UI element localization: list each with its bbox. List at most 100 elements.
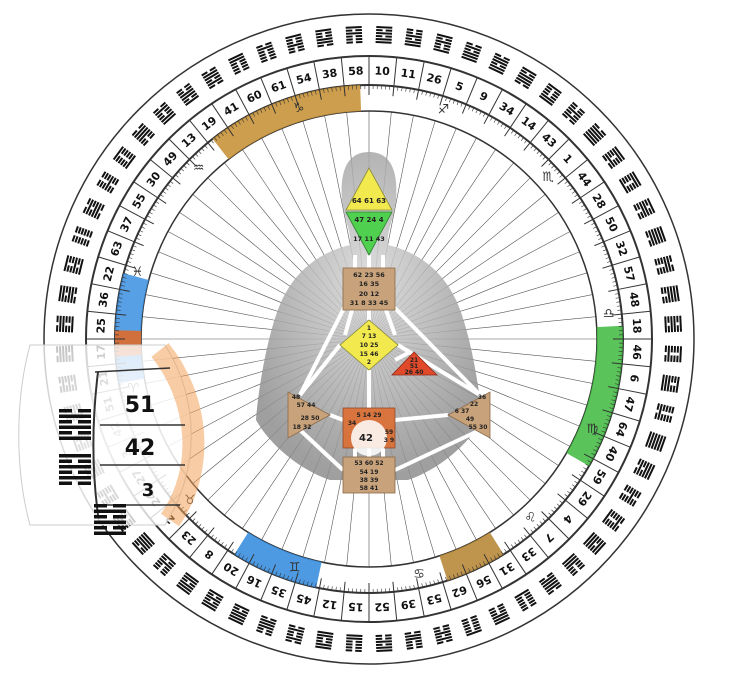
tick-mark (468, 568, 471, 573)
tick-mark (594, 230, 599, 233)
tick-mark (490, 116, 493, 121)
hexagram-line (59, 425, 91, 429)
tick-mark (245, 116, 248, 121)
tick-mark (583, 453, 594, 460)
hexagram-line (100, 204, 105, 212)
hexagram-line (542, 90, 549, 96)
hexagram-line (154, 103, 169, 117)
g-gates-4: 15 46 (360, 351, 379, 358)
hexagram-line (656, 435, 664, 451)
gate-divider (286, 68, 296, 97)
hexagram-line (142, 139, 149, 147)
hexagram-38 (315, 28, 334, 48)
hexagram-line (544, 87, 551, 94)
gate-label-55: 55 (130, 191, 149, 211)
hexagram-line (205, 79, 213, 85)
hexagram-line (242, 66, 250, 71)
hexagram-line (152, 564, 160, 570)
hexagram-line (59, 431, 72, 435)
hexagram-line (604, 153, 616, 168)
hexagram-line (673, 345, 677, 353)
tick-mark (283, 574, 286, 579)
hexagram-line (600, 129, 607, 137)
hexagram-line (676, 315, 679, 323)
hexagram-line (88, 209, 93, 216)
hexagram-line (631, 182, 637, 190)
channel-line (298, 428, 345, 472)
hexagram-line (635, 203, 641, 210)
gate-label-47: 47 (621, 395, 637, 413)
hexagram-line (261, 615, 268, 620)
tick-mark (162, 190, 166, 194)
hexagram-line (70, 316, 74, 333)
tick-mark (593, 226, 597, 229)
tick-mark (615, 297, 620, 299)
hexagram-line (415, 639, 422, 643)
hexagram-line (569, 568, 577, 575)
hexagram-line (667, 325, 671, 333)
gate-divider (91, 283, 120, 290)
tick-mark (514, 132, 518, 136)
tick-mark (460, 102, 463, 107)
tick-mark (581, 204, 585, 208)
hexagram-line (202, 68, 218, 79)
tick-mark (604, 422, 609, 425)
tick-mark (614, 293, 619, 295)
hexagram-line (71, 234, 76, 242)
hexagram-line (202, 599, 218, 610)
gate-divider (189, 119, 209, 143)
hexagram-line (647, 432, 656, 448)
tick-mark (500, 551, 504, 555)
hexagram-line (233, 67, 240, 73)
tick-mark (127, 261, 132, 263)
hexagram-line (660, 374, 665, 391)
tick-mark (567, 184, 571, 188)
hexagram-line (518, 71, 534, 82)
tick-mark (569, 187, 574, 191)
hexagram-line (488, 607, 496, 612)
gate-label-64: 64 (613, 420, 631, 439)
hexagram-line (80, 237, 85, 245)
hexagram-line (561, 552, 576, 566)
hexagram-line (499, 64, 507, 70)
hexagram-line (146, 130, 153, 138)
hexagram-line (433, 626, 440, 631)
tick-mark (302, 580, 305, 585)
hexagram-line (639, 211, 645, 219)
tick-mark (189, 511, 197, 519)
hexagram-line (201, 71, 208, 77)
hexagram-line (473, 623, 480, 628)
hexagram-line (498, 605, 505, 611)
hexagram-line (404, 43, 421, 48)
hexagram-line (267, 50, 275, 55)
gate-divider (211, 103, 229, 129)
hexagram-line (610, 510, 616, 518)
hexagram-line (595, 537, 602, 545)
hexagram-56 (488, 603, 511, 626)
tick-mark (311, 91, 313, 96)
ego-gates-1: 21 (410, 357, 418, 364)
hexagram-line (204, 71, 220, 82)
gate-divider (548, 518, 570, 540)
hexagram-line (345, 31, 363, 35)
hexagram-line (317, 630, 334, 635)
hexagram-line (67, 286, 72, 303)
tick-mark (452, 99, 455, 104)
tick-mark (252, 112, 256, 117)
hexagram-9 (488, 52, 511, 75)
tick-mark (610, 403, 615, 406)
hexagram-line (528, 599, 536, 605)
sacral-gates-5: 3 9 (384, 437, 394, 444)
tick-mark (306, 92, 309, 97)
hexagram-line (405, 636, 422, 641)
hexagram-line (385, 634, 392, 637)
hexagram-line (190, 92, 198, 98)
hexagram-line (325, 34, 333, 38)
hexagram-line (621, 494, 627, 501)
hexagram-line (375, 31, 393, 35)
gate-label-62: 62 (450, 583, 469, 600)
tick-mark (201, 147, 205, 152)
hexagram-line (111, 177, 117, 184)
tick-mark (606, 261, 611, 263)
hexagram-line (259, 620, 275, 628)
